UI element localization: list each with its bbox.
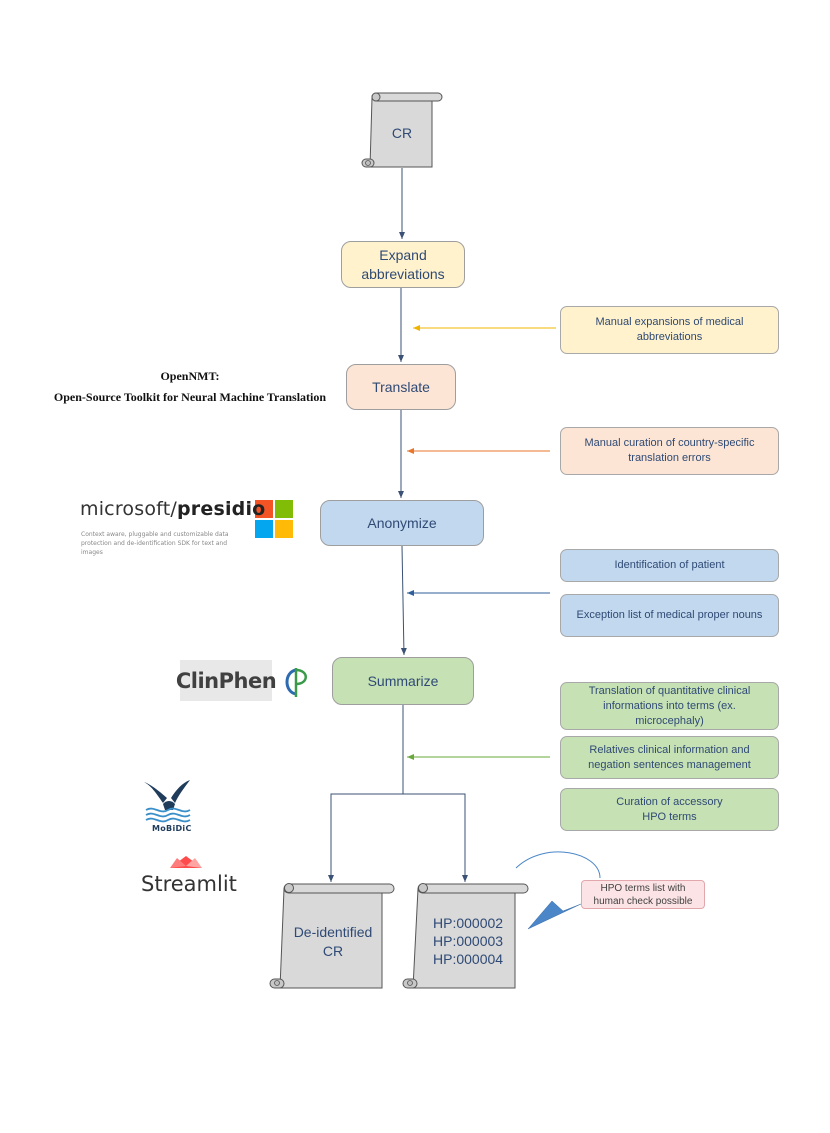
- step-expand-abbreviations: Expand abbreviations: [341, 241, 465, 288]
- cr-input-scroll: [361, 92, 443, 168]
- step-summarize: Summarize: [332, 657, 474, 705]
- note-manual-expansions: Manual expansions of medical abbreviatio…: [560, 306, 779, 354]
- presidio-description: Context aware, pluggable and customizabl…: [81, 531, 229, 556]
- step-translate: Translate: [346, 364, 456, 410]
- streamlit-logo: [170, 856, 202, 868]
- clinphen-wordmark: ClinPhen: [175, 668, 277, 693]
- connector-summarize-split: [328, 705, 468, 882]
- presidio-logo-text: microsoft/presidio: [80, 498, 265, 520]
- hpo-human-check-callout: HPO terms list with human check possible: [581, 880, 705, 909]
- mobidic-wordmark: MoBiDiC: [152, 824, 192, 833]
- clinphen-logo: ClinPhen: [176, 660, 277, 701]
- connector-anonymize-to-summarize: [400, 545, 407, 656]
- note-exception-list: Exception list of medical proper nouns: [560, 594, 779, 637]
- note-translation-errors: Manual curation of country-specific tran…: [560, 427, 779, 475]
- mobidic-logo: [144, 780, 191, 823]
- hpo-callout-pointer: [515, 851, 601, 930]
- hpo-terms-list: HP:000002 HP:000003 HP:000004: [433, 915, 504, 967]
- note-patient-identification: Identification of patient: [560, 549, 779, 582]
- note-quantitative-translation: Translation of quantitative clinical inf…: [560, 682, 779, 730]
- cr-input-label: CR: [391, 125, 413, 141]
- microsoft-logo: [255, 500, 293, 538]
- streamlit-wordmark: Streamlit: [141, 872, 237, 896]
- step-anonymize: Anonymize: [320, 500, 484, 546]
- deidentified-output-scroll: [269, 883, 395, 989]
- clinphen-emblem: [285, 668, 307, 697]
- hpo-terms-output-scroll: [402, 883, 529, 989]
- opennmt-subtitle: Open-Source Toolkit for Neural Machine T…: [53, 390, 327, 404]
- note-accessory-hpo-curation: Curation of accessory HPO terms: [560, 788, 779, 831]
- presidio-prefix: microsoft/: [80, 498, 177, 520]
- opennmt-title: OpenNMT:: [160, 369, 220, 383]
- presidio-name: presidio: [176, 498, 266, 520]
- deidentified-output-label: De-identified CR: [293, 924, 373, 959]
- note-relatives-negation: Relatives clinical information and negat…: [560, 736, 779, 779]
